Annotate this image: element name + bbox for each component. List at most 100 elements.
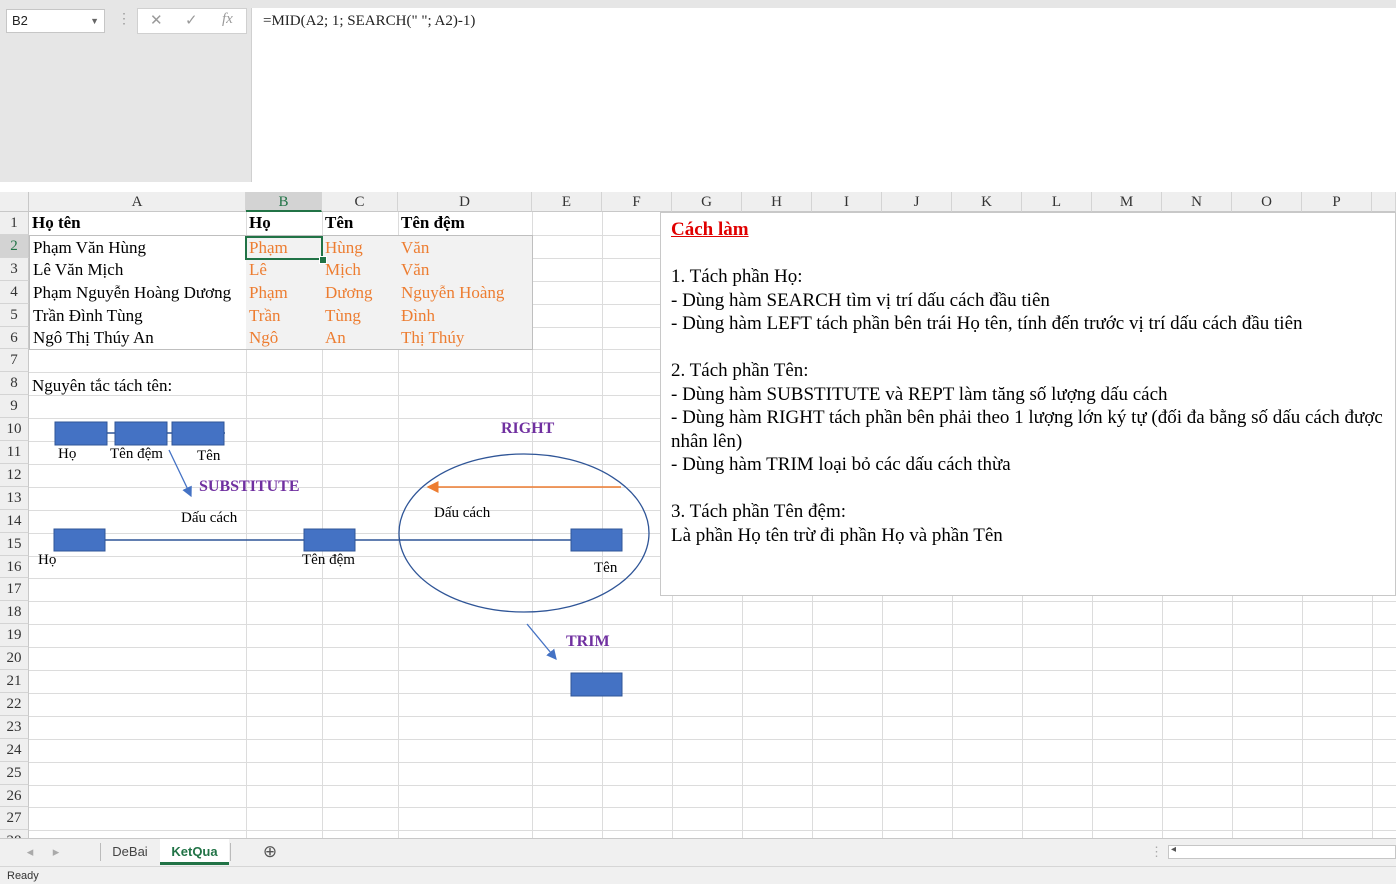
row-header-25[interactable]: 25 [0, 762, 29, 785]
plus-circle-icon[interactable]: ⊕ [262, 842, 278, 861]
row-header-7[interactable]: 7 [0, 349, 29, 372]
table-cell[interactable]: Trần [246, 304, 323, 328]
instructions-textbox[interactable]: Cách làm 1. Tách phần Họ:- Dùng hàm SEAR… [660, 212, 1396, 596]
table-cell[interactable]: Ngô [246, 327, 323, 350]
tab-ketqua[interactable]: KetQua [160, 839, 229, 865]
table-cell[interactable]: Tùng [322, 304, 399, 328]
row-gridline [29, 830, 1396, 831]
row-gridline [29, 716, 1396, 717]
row-header-13[interactable]: 13 [0, 487, 29, 510]
row-header-4[interactable]: 4 [0, 281, 29, 304]
instructions-line: 1. Tách phần Họ: [671, 266, 803, 287]
row-header-14[interactable]: 14 [0, 510, 29, 533]
horizontal-scrollbar[interactable]: ◂ [1168, 844, 1396, 859]
table-cell[interactable]: Lê [246, 258, 323, 282]
row-header-10[interactable]: 10 [0, 418, 29, 441]
row-header-23[interactable]: 23 [0, 716, 29, 739]
column-header-g[interactable]: G [672, 192, 742, 212]
table-cell[interactable]: Phạm Văn Hùng [29, 235, 247, 259]
table-cell[interactable]: Ngô Thị Thúy An [29, 327, 247, 350]
table-cell[interactable]: Văn [398, 235, 533, 259]
column-header-h[interactable]: H [742, 192, 812, 212]
table-cell[interactable]: Văn [398, 258, 533, 282]
column-header-k[interactable]: K [952, 192, 1022, 212]
column-header-j[interactable]: J [882, 192, 952, 212]
instructions-line: - Dùng hàm LEFT tách phần bên trái Họ tê… [671, 313, 1303, 334]
row-header-2[interactable]: 2 [0, 235, 29, 258]
row-header-9[interactable]: 9 [0, 395, 29, 418]
column-header-a[interactable]: A [29, 192, 246, 212]
label-tendem-top: Tên đệm [110, 446, 163, 462]
table-cell[interactable]: Lê Văn Mịch [29, 258, 247, 282]
column-header-b[interactable]: B [246, 192, 322, 212]
row-header-1[interactable]: 1 [0, 212, 29, 235]
row-header-19[interactable]: 19 [0, 624, 29, 647]
table-cell[interactable]: Nguyễn Hoàng [398, 281, 533, 305]
row-header-11[interactable]: 11 [0, 441, 29, 464]
status-text: Ready [7, 870, 39, 882]
column-header-l[interactable]: L [1022, 192, 1092, 212]
row-header-22[interactable]: 22 [0, 693, 29, 716]
row-header-26[interactable]: 26 [0, 785, 29, 807]
table-header-cell: Tên đệm [401, 213, 465, 232]
column-header-p[interactable]: P [1302, 192, 1372, 212]
row-header-16[interactable]: 16 [0, 556, 29, 578]
table-cell[interactable]: Mịch [322, 258, 399, 282]
formula-input[interactable]: =MID(A2; 1; SEARCH(" "; A2)-1) [251, 8, 1396, 182]
table-header-cell: Họ tên [32, 213, 81, 232]
row-header-8[interactable]: 8 [0, 372, 29, 395]
column-header-o[interactable]: O [1232, 192, 1302, 212]
tab-debai[interactable]: DeBai [112, 844, 148, 859]
scroll-right-icon[interactable]: ▸ [52, 844, 60, 859]
label-substitute: SUBSTITUTE [199, 478, 300, 495]
select-all-corner[interactable] [0, 192, 29, 212]
fill-handle[interactable] [319, 256, 327, 264]
formula-buttons: ✕ ✓ fx [137, 8, 247, 34]
chevron-down-icon[interactable]: ▼ [90, 16, 99, 26]
table-cell[interactable]: An [322, 327, 399, 350]
column-header-c[interactable]: C [322, 192, 398, 212]
fx-icon[interactable]: fx [222, 11, 233, 27]
instructions-line: 2. Tách phần Tên: [671, 360, 809, 381]
row-header-12[interactable]: 12 [0, 464, 29, 487]
scroll-left-icon[interactable]: ◂ [26, 844, 34, 859]
row-header-21[interactable]: 21 [0, 670, 29, 693]
row-gridline [29, 601, 1396, 602]
instructions-line: Là phần Họ tên trừ đi phần Họ và phần Tê… [671, 524, 1003, 546]
column-header-d[interactable]: D [398, 192, 532, 212]
check-icon[interactable]: ✓ [185, 12, 198, 29]
row-header-20[interactable]: 20 [0, 647, 29, 670]
column-header-filler [1372, 192, 1396, 212]
label-tendem-bottom: Tên đệm [302, 552, 355, 568]
table-cell[interactable]: Trần Đình Tùng [29, 304, 247, 328]
row-header-27[interactable]: 27 [0, 807, 29, 830]
instructions-line: - Dùng hàm TRIM loại bỏ các dấu cách thừ… [671, 454, 1011, 475]
row-gridline [29, 624, 1396, 625]
row-header-15[interactable]: 15 [0, 533, 29, 556]
table-cell[interactable]: Đình [398, 304, 533, 328]
sheet-tab-bar: ◂ ▸ DeBai KetQua ⊕ ⋮ ◂ [0, 838, 1396, 866]
close-icon[interactable]: ✕ [150, 12, 163, 29]
table-cell[interactable]: Thị Thúy [398, 327, 533, 350]
row-header-24[interactable]: 24 [0, 739, 29, 762]
table-cell[interactable]: Dương [322, 281, 399, 305]
row-gridline [29, 785, 1396, 786]
name-box[interactable]: B2 ▼ [6, 9, 105, 33]
column-header-m[interactable]: M [1092, 192, 1162, 212]
column-header-i[interactable]: I [812, 192, 882, 212]
row-header-18[interactable]: 18 [0, 601, 29, 624]
row-header-3[interactable]: 3 [0, 258, 29, 281]
table-cell[interactable]: Phạm Nguyễn Hoàng Dương [29, 281, 247, 305]
more-dots-icon: ⋮ [117, 10, 131, 26]
column-header-e[interactable]: E [532, 192, 602, 212]
table-cell[interactable]: Phạm [246, 281, 323, 305]
row-header-17[interactable]: 17 [0, 578, 29, 601]
scroll-left-icon[interactable]: ◂ [1171, 844, 1177, 855]
row-header-5[interactable]: 5 [0, 304, 29, 327]
column-header-n[interactable]: N [1162, 192, 1232, 212]
row-header-6[interactable]: 6 [0, 327, 29, 349]
column-header-f[interactable]: F [602, 192, 672, 212]
substitute-arrow [168, 449, 192, 498]
table-cell[interactable]: Hùng [322, 235, 399, 259]
table-cell[interactable]: Phạm [246, 235, 323, 259]
